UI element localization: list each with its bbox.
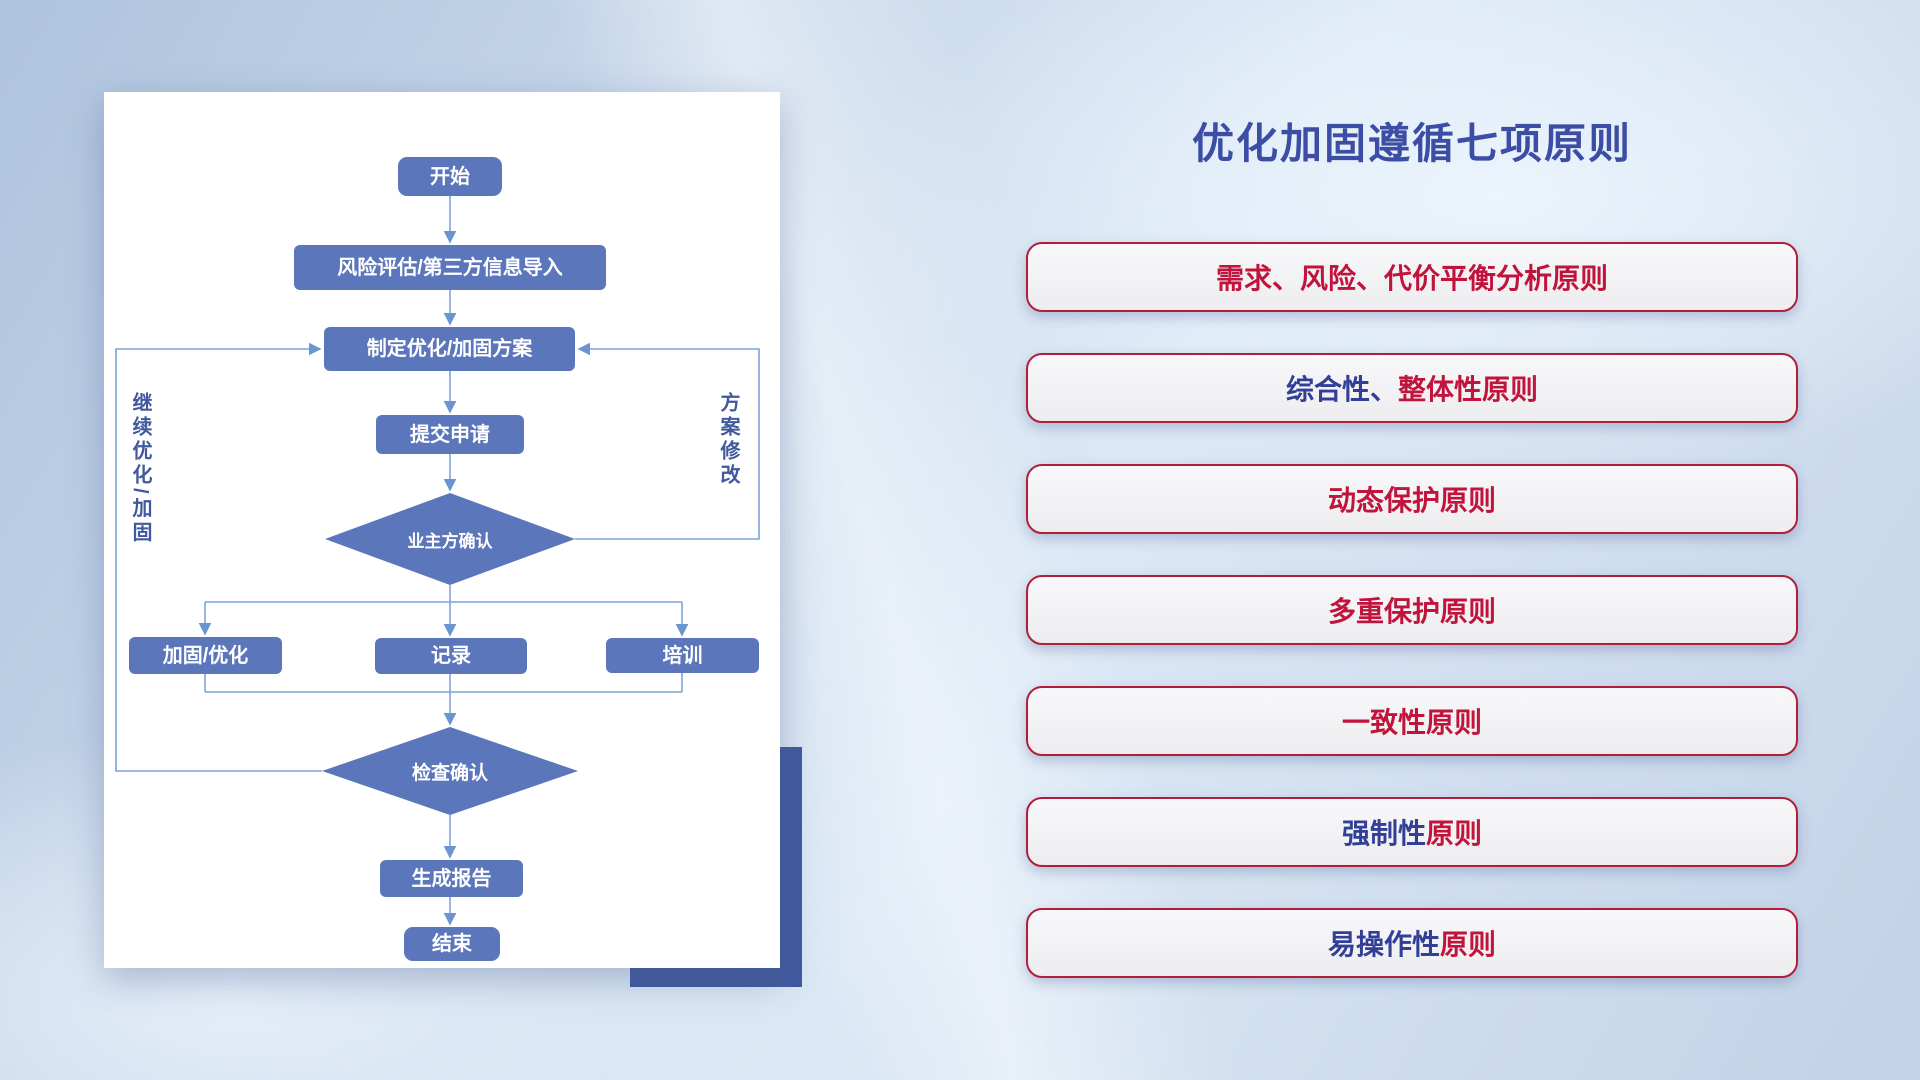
node-training: 培训 [606, 638, 759, 673]
node-submit-request: 提交申请 [376, 415, 524, 454]
flowchart-connectors [115, 196, 760, 926]
node-generate-report: 生成报告 [380, 860, 523, 897]
principle-box-2: 综合性、整体性原则 [1026, 353, 1798, 423]
principle-box-4: 多重保护原则 [1026, 575, 1798, 645]
label-plan-revision-loop: 方案修改 [717, 392, 739, 488]
node-make-plan: 制定优化/加固方案 [324, 327, 575, 371]
principle-text-red: 动态保护原则 [1327, 485, 1496, 516]
principle-box-5: 一致性原则 [1026, 686, 1798, 756]
principle-text-red: 整体性原则 [1398, 374, 1539, 405]
page-title: 优化加固遵循七项原则 [1191, 120, 1632, 167]
principle-box-7: 易操作性原则 [1026, 908, 1798, 978]
node-record: 记录 [375, 638, 527, 674]
label-continue-optimize-loop: 继续优化/加固 [129, 392, 151, 546]
principle-text-red: 多重保护原则 [1327, 596, 1496, 627]
flowchart-card: 开始 风险评估/第三方信息导入 制定优化/加固方案 提交申请 业主方确认 加固/… [104, 92, 780, 968]
principle-text-red: 原则 [1440, 929, 1497, 960]
principle-box-3: 动态保护原则 [1026, 464, 1798, 534]
node-harden-optimize: 加固/优化 [129, 637, 282, 674]
principle-text-blue: 强制性 [1341, 818, 1426, 849]
principle-text-red: 原则 [1426, 818, 1483, 849]
principle-box-6: 强制性原则 [1026, 797, 1798, 867]
principle-text-blue: 综合性、 [1285, 374, 1398, 405]
principles-list: 需求、风险、代价平衡分析原则 综合性、整体性原则 动态保护原则 多重保护原则 一… [1026, 242, 1798, 1019]
principle-box-1: 需求、风险、代价平衡分析原则 [1026, 242, 1798, 312]
principle-text-red: 一致性原则 [1341, 707, 1482, 738]
principle-text-blue: 易操作性 [1327, 929, 1440, 960]
principle-text-red: 需求、风险、代价平衡分析原则 [1215, 263, 1608, 294]
node-start: 开始 [398, 157, 502, 196]
node-risk-import: 风险评估/第三方信息导入 [294, 245, 606, 290]
node-end: 结束 [404, 927, 500, 961]
